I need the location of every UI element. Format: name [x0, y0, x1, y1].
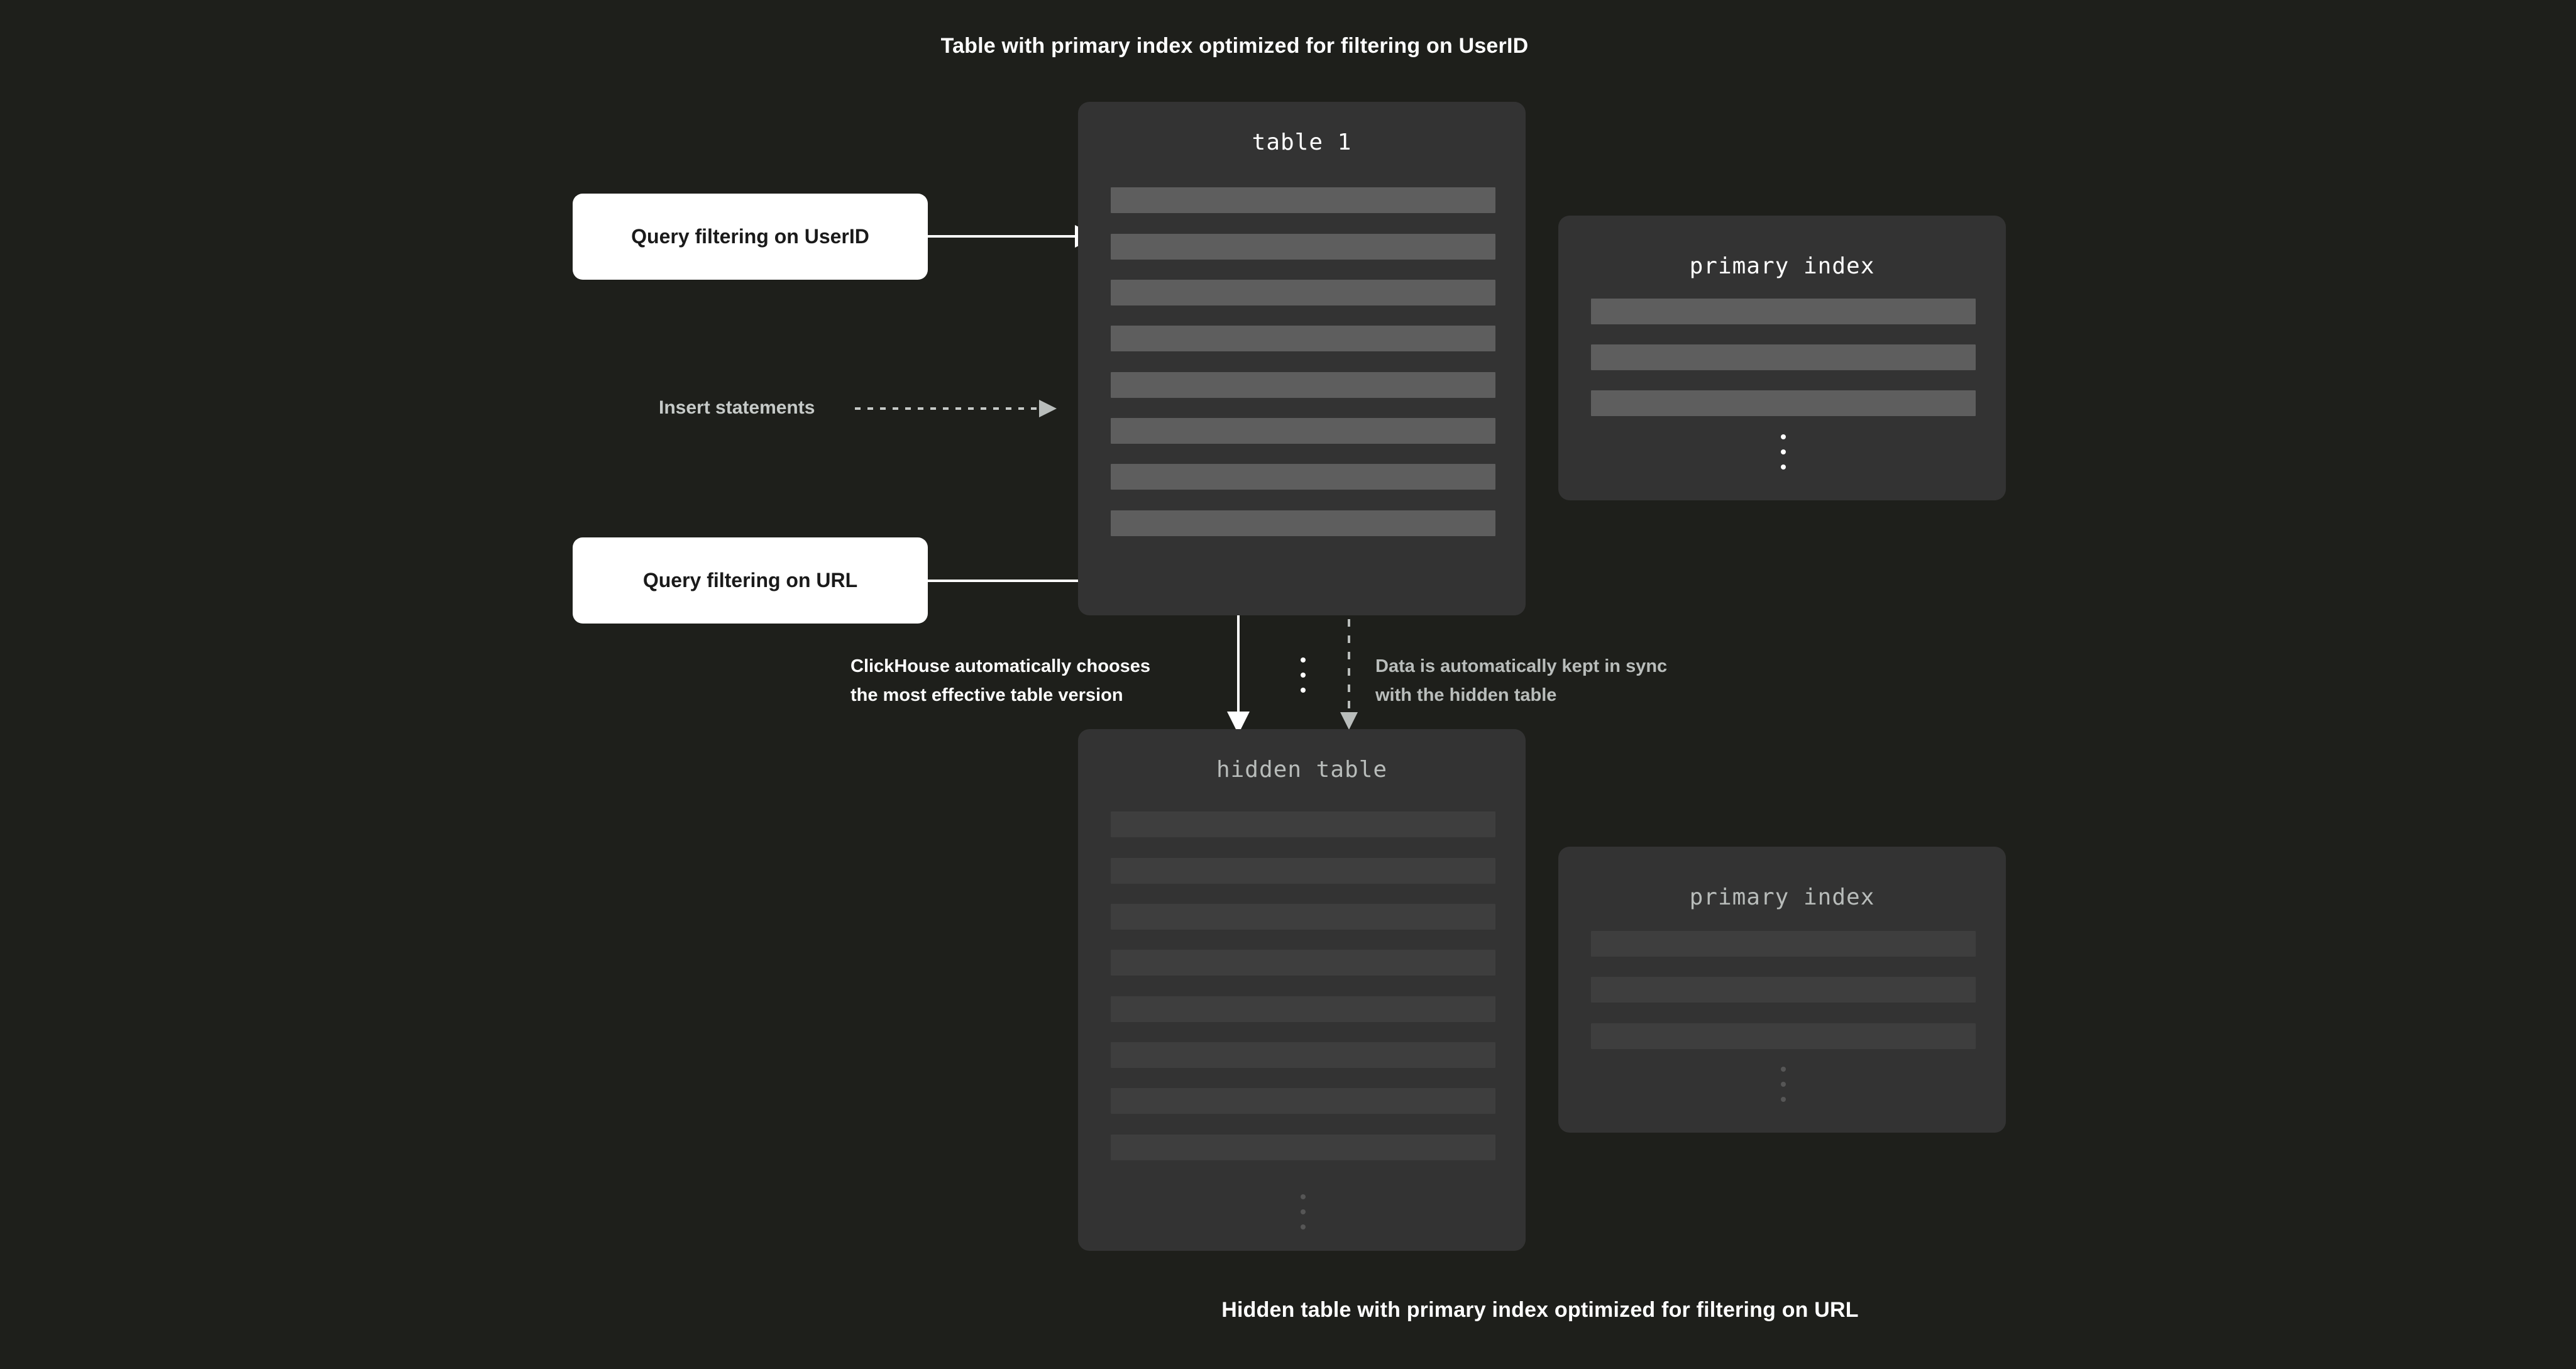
card-table-1[interactable]: table 1: [1078, 102, 1526, 693]
table-row: [1111, 418, 1495, 444]
query-box-userid-label: Query filtering on UserID: [631, 225, 869, 248]
card-primary-index-top-title: primary index: [1689, 253, 1875, 279]
table-1-ellipsis-icon: [1299, 657, 1307, 693]
table-row: [1111, 326, 1495, 351]
table-row: [1111, 187, 1495, 213]
caption-bottom: Hidden table with primary index optimize…: [1221, 1298, 1859, 1322]
table-row: [1111, 858, 1495, 884]
table-row: [1111, 904, 1495, 930]
index-row: [1591, 977, 1976, 1003]
hidden-table-ellipsis-icon: [1299, 1194, 1307, 1229]
card-table-1-title: table 1: [1252, 129, 1352, 155]
index-row: [1591, 344, 1976, 370]
table-row: [1111, 234, 1495, 260]
table-row: [1111, 1135, 1495, 1160]
card-primary-index-bottom-title: primary index: [1689, 884, 1875, 910]
insert-statements-label: Insert statements: [659, 397, 815, 418]
table-row: [1111, 996, 1495, 1022]
table-row: [1111, 372, 1495, 398]
table-row: [1111, 811, 1495, 837]
card-hidden-table[interactable]: hidden table: [1078, 729, 1526, 1251]
primary-index-top-ellipsis-icon: [1780, 434, 1787, 470]
primary-index-bottom-ellipsis-icon: [1780, 1067, 1787, 1102]
index-row: [1591, 931, 1976, 957]
note-kept-in-sync: Data is automatically kept in sync with …: [1375, 656, 1668, 706]
table-row: [1111, 280, 1495, 305]
table-row: [1111, 1042, 1495, 1068]
index-row: [1591, 390, 1976, 416]
table-row: [1111, 464, 1495, 490]
index-row: [1591, 299, 1976, 324]
table-row: [1111, 950, 1495, 976]
index-row: [1591, 1023, 1976, 1049]
query-box-url-label: Query filtering on URL: [642, 569, 858, 591]
table-row: [1111, 510, 1495, 536]
query-box-userid[interactable]: Query filtering on UserID: [573, 194, 928, 280]
note-chooses-table-version: ClickHouse automatically chooses the mos…: [850, 656, 1151, 706]
table-row: [1111, 1088, 1495, 1114]
card-hidden-table-title: hidden table: [1216, 757, 1388, 783]
card-primary-index-bottom[interactable]: primary index: [1558, 847, 2006, 1133]
query-box-url[interactable]: Query filtering on URL: [573, 537, 928, 624]
caption-top: Table with primary index optimized for f…: [940, 34, 1529, 58]
card-primary-index-top[interactable]: primary index: [1558, 216, 2006, 500]
